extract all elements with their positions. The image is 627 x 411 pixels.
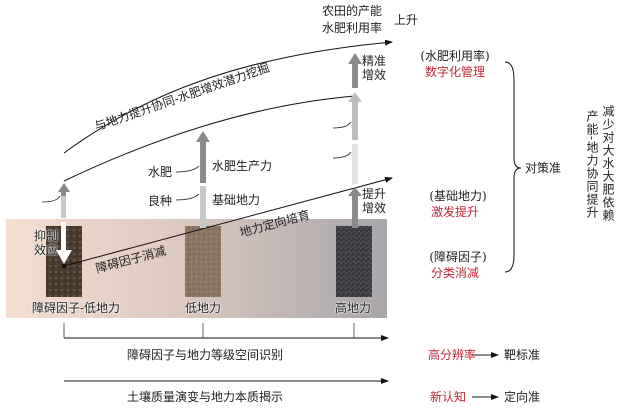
top-label-capacity: 农田的产能 [321, 4, 383, 18]
direction-precision-label: 定向准 [504, 390, 541, 404]
soil-label-obstacle: 障碍因子-低地力 [31, 301, 121, 315]
strategy-target-1: (水肥利用率) [420, 49, 490, 63]
outer-curve-arrow [63, 39, 393, 154]
top-label-efficiency: 水肥利用率 [321, 21, 383, 35]
outcome-col-1: 减少对大水大肥依赖 [601, 105, 615, 222]
good-seed-label: 良种 [148, 194, 173, 208]
axis-essence-label: 土壤质量演变与地力本质揭示 [126, 390, 284, 404]
improve-label-2: 增效 [362, 201, 387, 215]
arrow-middle [196, 131, 210, 228]
soil-image-high [336, 226, 372, 297]
soil-image-low [185, 226, 221, 297]
axis-spatial-label: 障碍因子与地力等级空间识别 [126, 348, 284, 362]
rise-label: 上升 [394, 13, 419, 27]
improve-label-1: 提升 [362, 187, 387, 201]
brace-label: 对策准 [525, 161, 562, 175]
arrow-left [56, 183, 72, 264]
strategy-target-2: (基础地力) [429, 189, 487, 203]
soil-label-low: 低地力 [184, 301, 222, 315]
strategy-action-2: 激发提升 [430, 205, 480, 219]
strategy-action-3: 分类消减 [430, 266, 480, 280]
soil-label-high: 高地力 [334, 301, 372, 315]
suppress-label-1: 抑制 [34, 229, 59, 243]
axes [63, 323, 499, 400]
precise-label-1: 精准 [362, 54, 387, 68]
new-cognition-label: 新认知 [430, 390, 467, 404]
water-fert-label: 水肥 [148, 165, 173, 179]
label-leaders [41, 121, 352, 203]
cultivation-arrow [63, 176, 393, 267]
precise-label-2: 增效 [362, 68, 387, 82]
target-precision-label: 靶标准 [504, 348, 541, 362]
strategy-target-3: (障碍因子) [429, 250, 487, 264]
strategy-brace [504, 61, 522, 273]
outcome-col-2: 产能-地力协同提升 [585, 110, 599, 220]
suppress-label-2: 效应 [34, 243, 59, 257]
inner-curve [63, 95, 356, 182]
start-dot [61, 263, 67, 269]
arrow-right [348, 53, 362, 228]
high-resolution-label: 高分辨率 [428, 348, 477, 362]
water-fert-productivity-label: 水肥生产力 [212, 159, 273, 173]
base-fertility-label: 基础地力 [212, 193, 261, 207]
strategy-action-1: 数字化管理 [424, 65, 486, 79]
